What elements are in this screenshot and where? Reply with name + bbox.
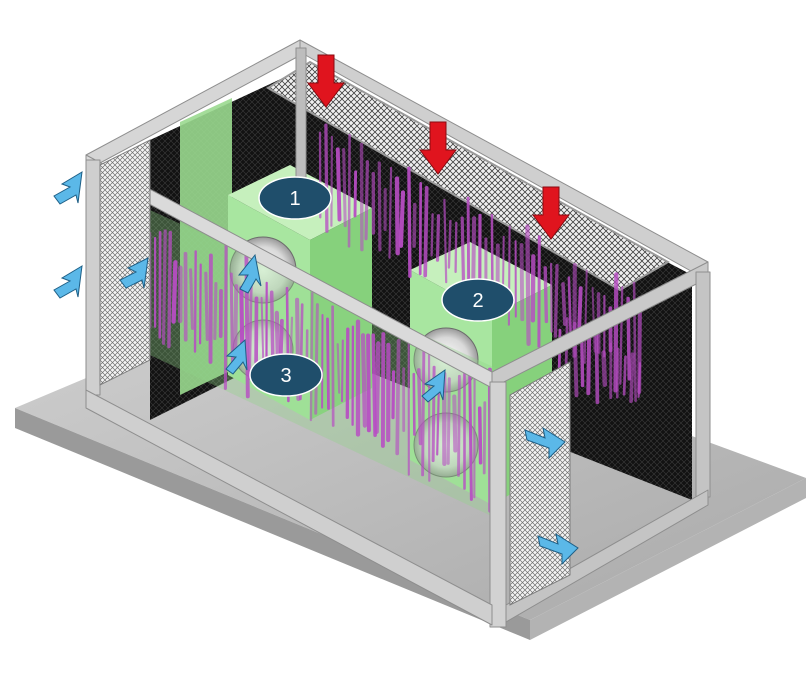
noise-wave-stroke (412, 202, 417, 248)
noise-wave-stroke (619, 286, 624, 385)
blue-arrow-icon (53, 265, 83, 299)
noise-wave-stroke (418, 181, 423, 276)
noise-wave-stroke (223, 241, 228, 390)
down-arrow-icon (307, 54, 345, 108)
right-mesh-panel (509, 361, 571, 606)
noise-wave-stroke (204, 271, 209, 341)
blue-arrow-icon (537, 532, 579, 566)
noise-wave-stroke (391, 370, 396, 420)
noise-wave-stroke (345, 327, 350, 420)
callout-3-label: 3 (280, 365, 291, 387)
noise-wave-stroke (549, 262, 553, 333)
noise-wave-stroke (543, 266, 549, 324)
noise-wave-stroke (423, 185, 429, 278)
noise-wave-stroke (443, 198, 448, 284)
noise-wave-stroke (233, 284, 239, 358)
frame (85, 39, 711, 628)
noise-wave-stroke (452, 394, 458, 453)
noise-wave-stroke (394, 176, 400, 256)
noise-wave-stroke (482, 401, 487, 475)
noise-wave-stroke (330, 135, 333, 227)
noise-wave-stroke (460, 216, 466, 285)
noise-wave-stroke (412, 372, 416, 436)
noise-wave-stroke (336, 343, 341, 394)
noise-wave-stroke (360, 333, 367, 428)
blue-arrow-icon (225, 338, 248, 375)
noise-wave-stroke (435, 214, 441, 262)
noise-wave-stroke (260, 296, 265, 369)
noise-wave-stroke (229, 272, 235, 364)
noise-wave-stroke (553, 264, 559, 338)
noise-wave-stroke (613, 272, 619, 393)
noise-wave-stroke (326, 317, 330, 410)
callout-1-label: 1 (289, 188, 300, 210)
noise-wave-stroke (193, 250, 197, 353)
blue-arrow-icon (524, 426, 566, 460)
noise-wave-stroke (213, 282, 218, 341)
noise-wave-stroke (567, 276, 573, 339)
noise-wave-stroke (430, 213, 434, 257)
noise-wave-stroke (364, 160, 369, 241)
noise-wave-stroke (189, 268, 195, 331)
noise-wave-stroke (309, 291, 314, 422)
noise-wave-stroke (395, 339, 401, 456)
noise-wave-stroke (525, 224, 531, 346)
noise-wave-stroke (331, 305, 335, 427)
noise-wave-stroke (447, 219, 452, 269)
noise-wave-stroke (454, 221, 458, 274)
noise-wave-stroke (421, 342, 426, 477)
noise-wave-stroke (171, 260, 178, 324)
blue-arrow-icon (53, 171, 83, 205)
noise-wave-stroke (594, 328, 600, 405)
noise-wave-stroke (199, 263, 202, 345)
noise-wave-stroke (477, 406, 483, 465)
noise-wave-stroke (446, 377, 451, 465)
blue-arrow-icon (119, 257, 149, 289)
noise-wave-stroke (398, 190, 406, 248)
noise-wave-stroke (586, 333, 592, 396)
blue-arrow-icon (237, 253, 262, 294)
noise-wave-stroke (519, 242, 525, 322)
noise-wave-stroke (314, 303, 319, 415)
left-mesh-panel (99, 139, 151, 386)
noise-wave-stroke (248, 275, 253, 380)
noise-wave-stroke (417, 368, 423, 446)
noise-wave-stroke (342, 148, 347, 228)
blue-arrow-icon (421, 368, 446, 403)
noise-wave-stroke (615, 347, 620, 399)
noise-wave-stroke (377, 161, 382, 252)
callout-1: 1 (258, 176, 332, 220)
noise-wave-stroke (468, 360, 473, 501)
exhaust-arrows (53, 171, 579, 566)
noise-wave-stroke (366, 333, 371, 433)
noise-wave-stroke (374, 341, 381, 434)
noise-wave-stroke (629, 352, 635, 404)
down-arrow-icon (419, 121, 457, 175)
noise-wave-stroke (561, 282, 567, 327)
noise-wave-stroke (340, 339, 344, 403)
noise-wave-stroke (457, 374, 461, 477)
noise-wave-stroke (388, 166, 393, 259)
callout-2-label: 2 (472, 290, 483, 312)
noise-wave-stroke (353, 170, 358, 218)
noise-wave-stroke (347, 133, 351, 248)
callout-3: 3 (249, 353, 323, 397)
noise-wave-stroke (580, 336, 585, 388)
noise-wave-stroke (324, 123, 329, 233)
intake-arrows (307, 54, 570, 240)
noise-wave-stroke (601, 350, 608, 387)
noise-wave-stroke (167, 230, 173, 349)
noise-wave-stroke (161, 229, 167, 345)
noise-wave-stroke (583, 269, 588, 364)
noise-wave-stroke (407, 166, 412, 278)
noise-wave-stroke (622, 355, 627, 396)
down-arrow-icon (532, 186, 570, 240)
callout-2: 2 (441, 278, 515, 322)
noise-wave-stroke (335, 147, 342, 222)
noise-wave-stroke (637, 362, 642, 398)
